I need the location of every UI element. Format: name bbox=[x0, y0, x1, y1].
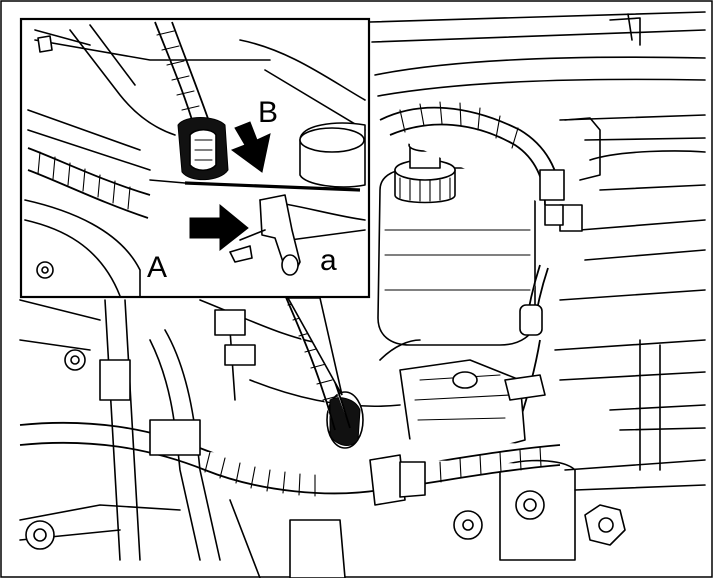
detail-inset: B A a bbox=[19, 17, 371, 396]
label-clip-a: a bbox=[320, 244, 337, 277]
arrow-a bbox=[189, 203, 249, 252]
harness-clamp bbox=[369, 454, 406, 506]
label-a: A bbox=[147, 251, 167, 284]
label-b: B bbox=[258, 96, 278, 129]
arrow-b bbox=[230, 121, 271, 173]
engine-bay-background bbox=[19, 11, 706, 578]
connector bbox=[539, 169, 565, 201]
